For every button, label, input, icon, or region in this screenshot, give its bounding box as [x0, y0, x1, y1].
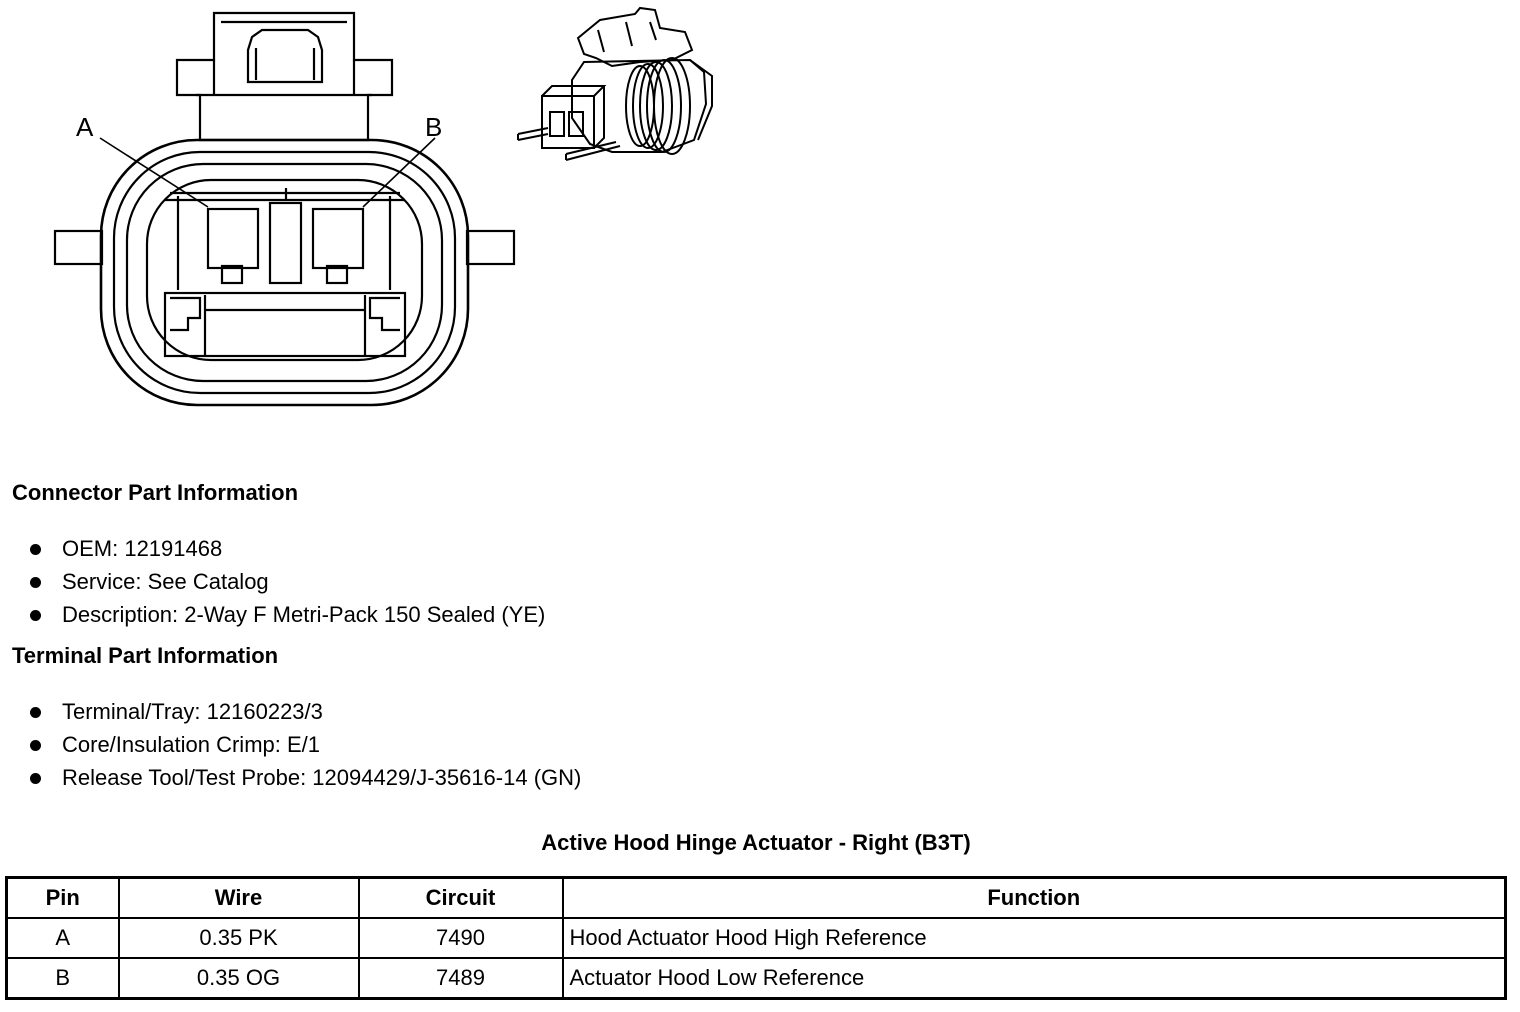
connector-3d-view	[517, 6, 713, 161]
list-item: Terminal/Tray: 12160223/3	[28, 695, 581, 728]
circuit-cell: 7489	[357, 957, 564, 1000]
table-title: Active Hood Hinge Actuator - Right (B3T)	[541, 830, 971, 855]
pin-label-a: A	[76, 112, 94, 142]
function-cell: Actuator Hood Low Reference	[561, 957, 1507, 1000]
wire-cell: 0.35 PK	[117, 917, 360, 959]
terminal-info-list: Terminal/Tray: 12160223/3 Core/Insulatio…	[28, 695, 581, 794]
table-row: A 0.35 PK 7490 Hood Actuator Hood High R…	[5, 917, 1507, 959]
terminal-info-title: Terminal Part Information	[12, 643, 279, 668]
connector-face-view	[53, 11, 516, 407]
list-item: Release Tool/Test Probe: 12094429/J-3561…	[28, 761, 581, 794]
circuit-cell: 7490	[357, 917, 564, 959]
column-header-wire: Wire	[117, 876, 360, 919]
pin-cell: B	[5, 957, 120, 1000]
list-item: Core/Insulation Crimp: E/1	[28, 728, 581, 761]
list-item: OEM: 12191468	[28, 532, 545, 565]
list-item: Service: See Catalog	[28, 565, 545, 598]
connector-diagram: A B	[53, 6, 713, 407]
pin-cell: A	[5, 917, 120, 959]
connector-info-list: OEM: 12191468 Service: See Catalog Descr…	[28, 532, 545, 631]
list-item: Description: 2-Way F Metri-Pack 150 Seal…	[28, 598, 545, 631]
function-cell: Hood Actuator Hood High Reference	[561, 917, 1507, 959]
wire-cell: 0.35 OG	[117, 957, 360, 1000]
connector-info-title: Connector Part Information	[12, 480, 299, 505]
column-header-pin: Pin	[5, 876, 120, 919]
table-row: B 0.35 OG 7489 Actuator Hood Low Referen…	[5, 957, 1507, 1000]
pin-label-b: B	[425, 112, 442, 142]
table-header-row: Pin Wire Circuit Function	[5, 876, 1507, 919]
column-header-function: Function	[561, 876, 1507, 919]
column-header-circuit: Circuit	[357, 876, 564, 919]
pinout-table: Pin Wire Circuit Function A 0.35 PK 7490…	[5, 876, 1507, 1000]
